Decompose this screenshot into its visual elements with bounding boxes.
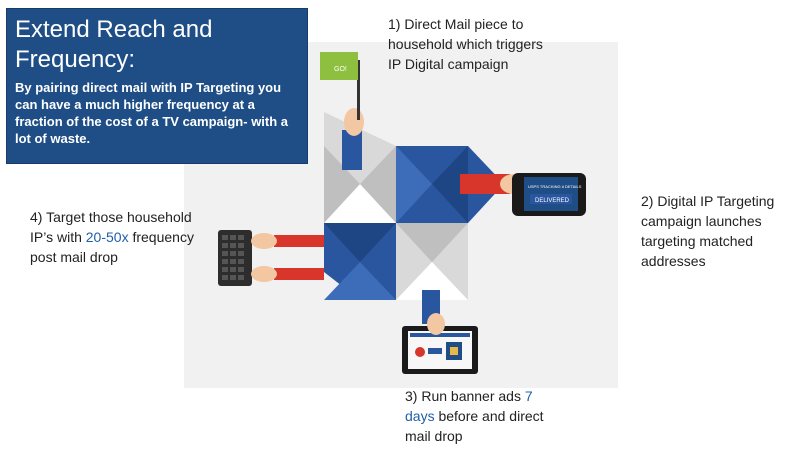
title-heading: Extend Reach and Frequency: bbox=[15, 16, 213, 73]
tablet-hand bbox=[402, 290, 478, 374]
step-2-note: 2) Digital IP Targeting campaign launche… bbox=[641, 193, 775, 269]
phone-status: DELIVERED bbox=[535, 198, 570, 204]
phone-hand: USPS TRACKING # DETAILS DELIVERED bbox=[460, 173, 586, 216]
title-box: Extend Reach and Frequency: By pairing d… bbox=[6, 8, 308, 164]
step-4-text-after: frequency post mail drop bbox=[30, 229, 194, 265]
step-3-text-after: before and direct mail drop bbox=[405, 408, 544, 444]
envelope-hands-illustration: GO! USPS TRACKING # DETAILS DELIVERED bbox=[218, 52, 586, 374]
title-body: By pairing direct mail with IP Targeting… bbox=[15, 80, 289, 146]
step-3-text-before: 3) Run banner ads bbox=[405, 388, 525, 404]
step-3-highlight: 7 days bbox=[405, 388, 533, 424]
step-1-note: 1) Direct Mail piece to household which … bbox=[388, 16, 543, 72]
step-4-text-before: 4) Target those household IP’s with bbox=[30, 209, 192, 245]
phone-label: USPS TRACKING # DETAILS bbox=[528, 184, 582, 189]
flag-icon bbox=[320, 52, 358, 80]
step-3-note: 3) Run banner ads 7 days before and dire… bbox=[405, 386, 565, 446]
flag-hand: GO! bbox=[320, 52, 364, 170]
step-4-highlight: 20-50x bbox=[85, 229, 129, 245]
flag-text: GO! bbox=[334, 66, 347, 73]
step-4-note: 4) Target those household IP’s with 20-5… bbox=[30, 207, 215, 267]
keyboard-hands bbox=[218, 230, 324, 286]
